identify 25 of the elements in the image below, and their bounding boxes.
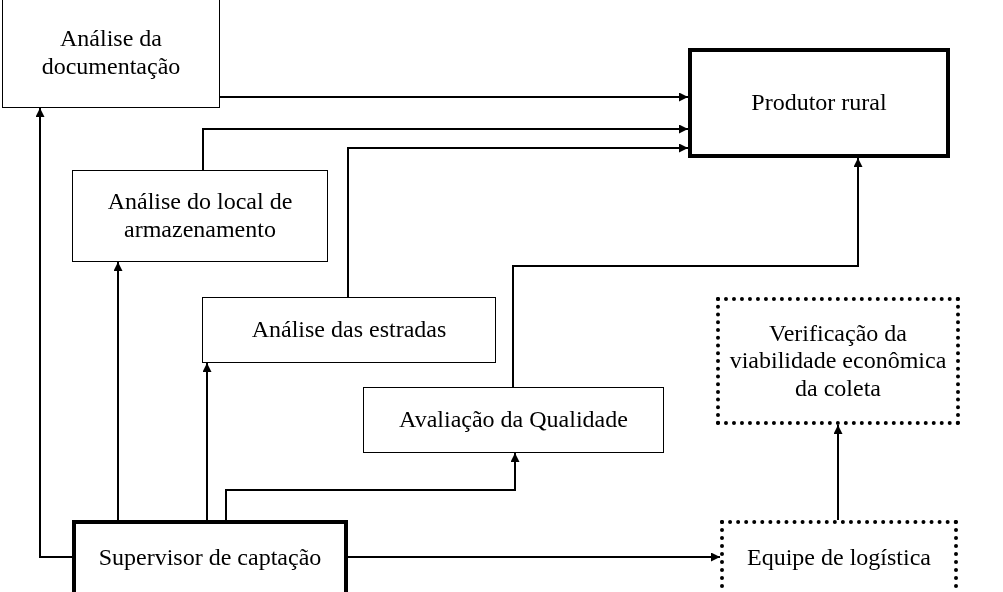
process-box [202,297,496,363]
arrow [225,452,520,521]
process-box [688,48,950,158]
box-label: Equipe de logística [747,544,931,572]
box-label: Supervisor de captação [98,544,322,572]
arrow [35,107,73,558]
box-label: Análise do local de armazenamento [106,188,294,244]
arrow [202,124,689,171]
box-label: Análise da documentação [40,25,182,81]
process-box [363,387,664,453]
arrow [202,362,212,521]
process-box [716,297,960,425]
box-label: Avaliação da Qualidade [399,406,628,434]
process-box [72,520,348,592]
arrow [833,424,843,521]
arrow [113,261,123,521]
arrow [219,92,689,102]
process-box [2,0,220,108]
arrow [512,157,863,388]
arrow [347,143,689,298]
arrow [347,552,721,562]
box-label: Verificação da viabilidade econômica da coleta [728,319,948,403]
box-label: Produtor rural [751,89,887,117]
process-box [72,170,328,262]
box-label: Análise das estradas [251,316,447,344]
